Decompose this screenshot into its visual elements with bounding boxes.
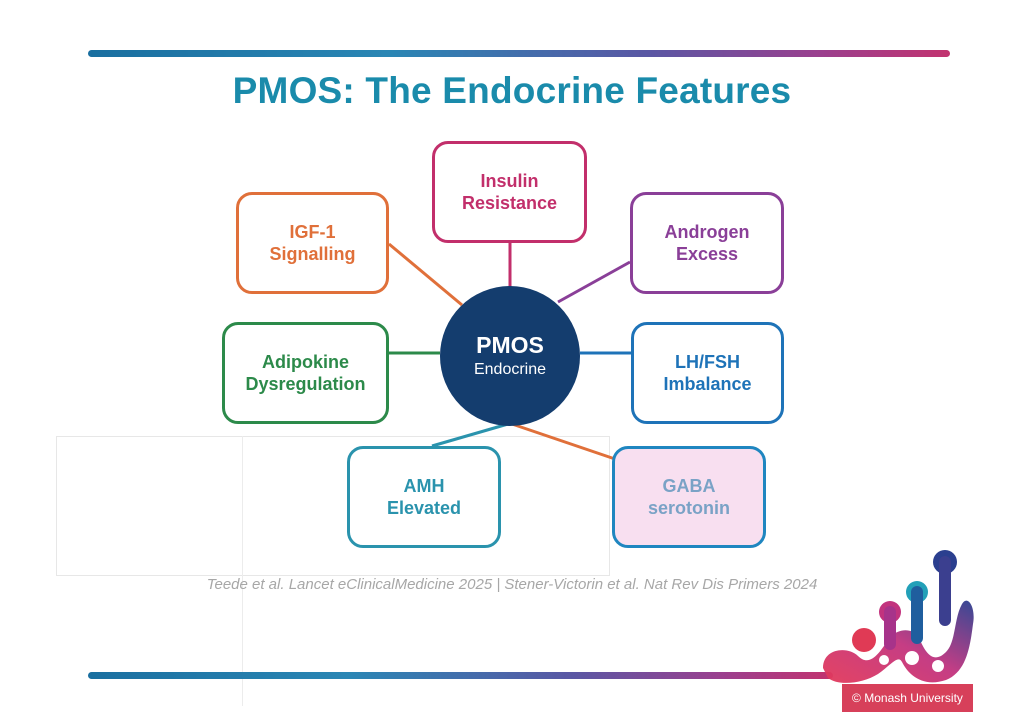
node-label-line1: Androgen xyxy=(664,222,750,242)
node-amh-elevated: AMH Elevated xyxy=(347,446,501,548)
faint-scan-line xyxy=(242,436,244,706)
page-title: PMOS: The Endocrine Features xyxy=(232,70,792,111)
center-hub: PMOS Endocrine xyxy=(440,286,580,426)
node-lh-fsh-imbalance: LH/FSH Imbalance xyxy=(631,322,784,424)
node-label-line2: Elevated xyxy=(386,498,462,518)
copyright-badge: © Monash University xyxy=(842,684,973,712)
connector-gaba xyxy=(511,422,616,461)
node-label-line2: Signalling xyxy=(269,244,356,264)
center-title: PMOS xyxy=(476,332,544,358)
node-androgen-excess: Androgen Excess xyxy=(630,192,784,294)
node-adipokine-dysregulation: Adipokine Dysregulation xyxy=(222,322,389,424)
node-label-line2: Dysregulation xyxy=(245,374,366,394)
node-label-line1: Insulin xyxy=(480,171,539,191)
node-igf-signalling: IGF-1 Signalling xyxy=(236,192,389,294)
node-label-line1: IGF-1 xyxy=(289,222,336,242)
node-gaba-serotonin: GABA serotonin xyxy=(612,446,766,548)
node-label-line2: serotonin xyxy=(647,498,730,518)
node-label-line1: GABA xyxy=(662,476,716,496)
connector-androgen xyxy=(557,260,631,304)
center-subtitle: Endocrine xyxy=(473,361,547,378)
node-label-line2: Excess xyxy=(675,244,739,264)
node-label-line2: Imbalance xyxy=(663,374,752,394)
node-label-line1: LH/FSH xyxy=(675,352,740,372)
node-insulin-resistance: Insulin Resistance xyxy=(432,141,587,243)
connector-amh xyxy=(431,422,509,448)
node-label-line1: AMH xyxy=(403,476,445,496)
top-gradient-rule xyxy=(88,50,950,57)
node-label-line1: Adipokine xyxy=(261,352,349,372)
connector-igf xyxy=(388,242,463,307)
citation-text: Teede et al. Lancet eClinicalMedicine 20… xyxy=(206,576,818,593)
monash-logo-icon xyxy=(823,550,974,683)
bottom-gradient-rule xyxy=(88,672,833,679)
node-label-line2: Resistance xyxy=(461,193,558,213)
faint-scan-artifact xyxy=(56,436,610,576)
